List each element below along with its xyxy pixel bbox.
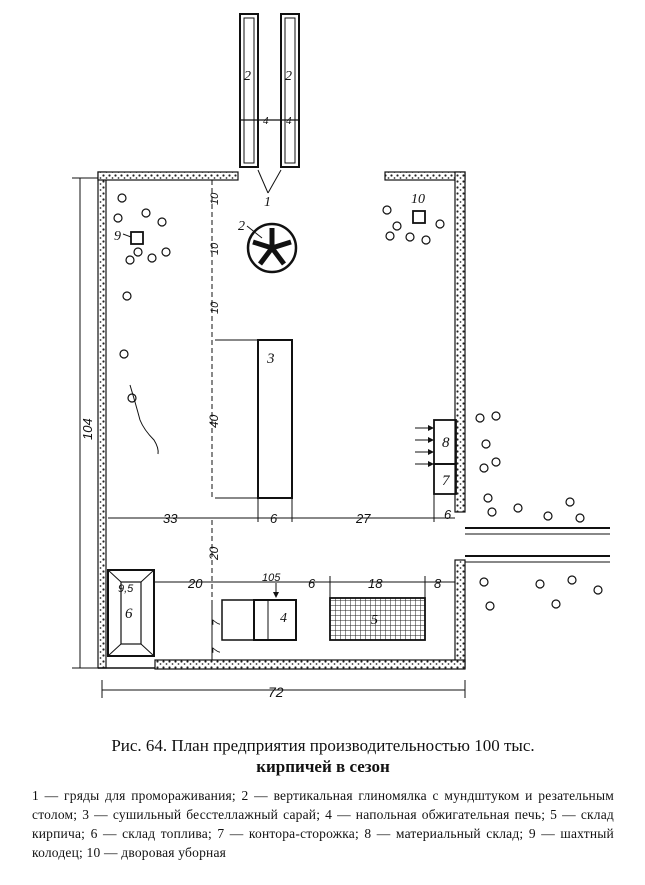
- dim-total-width: 72: [268, 684, 284, 700]
- dim-brick-store-len: 18: [368, 576, 383, 591]
- fuel-store: 6 9,5: [107, 569, 155, 657]
- figure-legend: 1 — гряды для промораживания; 2 — вертик…: [32, 788, 614, 860]
- label-6: 6: [125, 606, 133, 622]
- latrine: 10: [411, 192, 426, 224]
- label-2: 2: [238, 219, 245, 234]
- trees: [113, 193, 603, 611]
- brick-store: 5: [329, 597, 426, 641]
- label-8: 8: [442, 435, 450, 451]
- dim-kiln-right: 6: [308, 576, 316, 591]
- dim-vertical-40: 40: [207, 414, 221, 428]
- dim-kiln-height: 7: [211, 619, 223, 626]
- label-9: 9: [114, 229, 121, 244]
- well: 9: [114, 229, 144, 245]
- dim-small-7: 7: [211, 647, 223, 654]
- dim-left-gap: 33: [163, 511, 178, 526]
- label-4: 4: [280, 611, 287, 626]
- site-plan-diagram: 2 2 4 4 1 2: [72, 13, 610, 700]
- material-store-and-office: 8 7: [415, 419, 457, 495]
- dimension-labels: 104 72 10 10 10 40 20 7 7 33 6 27 6 20 1…: [80, 192, 452, 700]
- dim-top-10-a: 10: [209, 192, 221, 205]
- bed-label: 2: [285, 69, 292, 84]
- label-10: 10: [411, 192, 425, 207]
- dim-fuel-gap: 20: [187, 576, 203, 591]
- dim-brick-store-gap: 8: [434, 576, 442, 591]
- dimension-lines: [72, 177, 466, 698]
- dim-shed-width: 6: [270, 511, 278, 526]
- label-3: 3: [266, 351, 275, 367]
- label-5: 5: [371, 613, 378, 628]
- drying-shed: 3: [215, 339, 293, 499]
- bed-label: 4: [263, 115, 269, 127]
- dim-store-width: 6: [444, 507, 452, 522]
- dim-vertical-20: 20: [207, 546, 221, 561]
- kiln: 4: [221, 583, 297, 641]
- dim-kiln-inner: 105: [262, 572, 281, 584]
- freezing-beds: 2 2 4 4 1: [239, 13, 300, 210]
- dim-total-height: 104: [80, 418, 95, 440]
- site-boundary: [97, 171, 610, 670]
- caption-title-line1: Рис. 64. План предприятия производительн…: [111, 736, 535, 755]
- dim-top-10-b: 10: [209, 242, 221, 255]
- caption-title-line2: кирпичей в сезон: [256, 757, 390, 776]
- label-7: 7: [442, 473, 451, 489]
- dim-fuel: 9,5: [118, 583, 134, 595]
- dim-top-10-c: 10: [209, 301, 221, 314]
- bed-label: 2: [244, 69, 251, 84]
- label-1: 1: [264, 195, 271, 210]
- dim-right-gap: 27: [355, 511, 371, 526]
- figure-caption: Рис. 64. План предприятия производительн…: [28, 735, 618, 777]
- clay-mixer: 2: [238, 219, 298, 274]
- bed-label: 4: [286, 115, 292, 127]
